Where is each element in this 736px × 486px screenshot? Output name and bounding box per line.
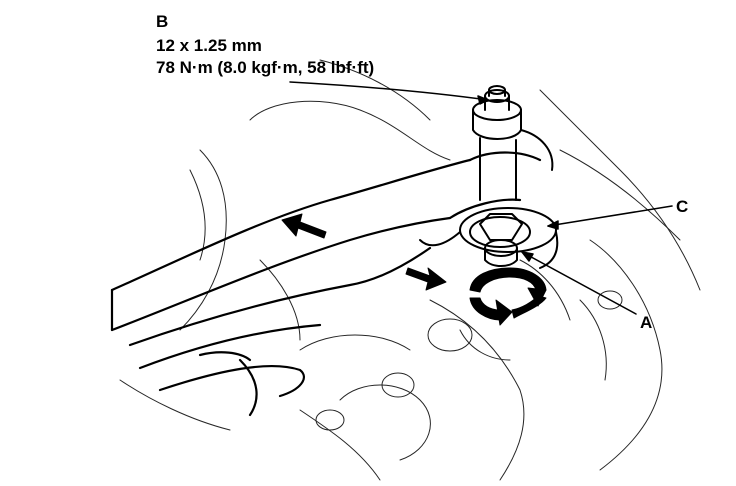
lower-control-arm xyxy=(110,151,542,417)
background-sketch xyxy=(119,59,701,481)
callout-label-b: B xyxy=(156,12,169,31)
direction-arrows xyxy=(281,213,447,291)
bolt-size-spec: 12 x 1.25 mm xyxy=(156,36,262,55)
ball-joint-assembly xyxy=(419,207,559,269)
leader-lines xyxy=(289,81,673,315)
callout-label-c: C xyxy=(676,197,689,216)
bushing-bolt-b xyxy=(472,85,554,201)
rotation-arrows xyxy=(469,267,547,326)
torque-spec: 78 N·m (8.0 kgf·m, 58 lbf·ft) xyxy=(156,58,375,77)
callout-label-a: A xyxy=(640,313,653,332)
